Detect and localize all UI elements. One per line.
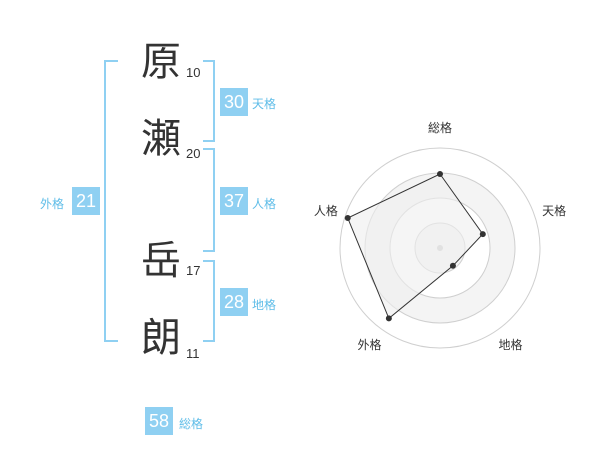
name-char-3: 岳 [141, 238, 181, 284]
stroke-count-1: 10 [186, 65, 201, 80]
radar-axis-label-1: 天格 [542, 203, 566, 218]
chikaku-value: 28 [220, 288, 248, 316]
jinkaku-value: 37 [220, 187, 248, 215]
radar-axis-label-0: 総格 [428, 120, 452, 135]
radar-point-0 [437, 171, 443, 177]
name-char-4: 朗 [141, 315, 181, 361]
chikaku-label: 地格 [252, 298, 277, 312]
gaikaku-value: 21 [72, 187, 100, 215]
stroke-count-3: 17 [186, 263, 201, 278]
radar-point-1 [479, 231, 486, 238]
radar-axis-label-3: 外格 [357, 337, 381, 352]
jinkaku-bracket [203, 148, 215, 252]
radar-axis-label-2: 地格 [499, 337, 523, 352]
jinkaku-label: 人格 [252, 197, 277, 211]
gaikaku-label: 外格 [40, 197, 65, 211]
radar-axis-label-4: 人格 [314, 203, 338, 218]
radar-point-3 [385, 315, 392, 322]
tenkaku-value: 30 [220, 88, 248, 116]
soukaku-label: 総格 [179, 417, 204, 431]
radar-point-4 [344, 215, 351, 222]
radar-points [344, 171, 486, 322]
soukaku-value: 58 [145, 407, 173, 435]
name-char-1: 原 [141, 39, 181, 85]
name-char-2: 瀬 [141, 116, 181, 162]
stroke-count-4: 11 [186, 346, 200, 361]
radar-series-polygon [347, 173, 484, 320]
chikaku-bracket [203, 260, 215, 342]
stroke-count-2: 20 [186, 146, 201, 161]
tenkaku-label: 天格 [252, 97, 277, 111]
tenkaku-bracket [203, 60, 215, 142]
gaikaku-bracket [104, 60, 118, 342]
radar-point-2 [449, 262, 456, 269]
